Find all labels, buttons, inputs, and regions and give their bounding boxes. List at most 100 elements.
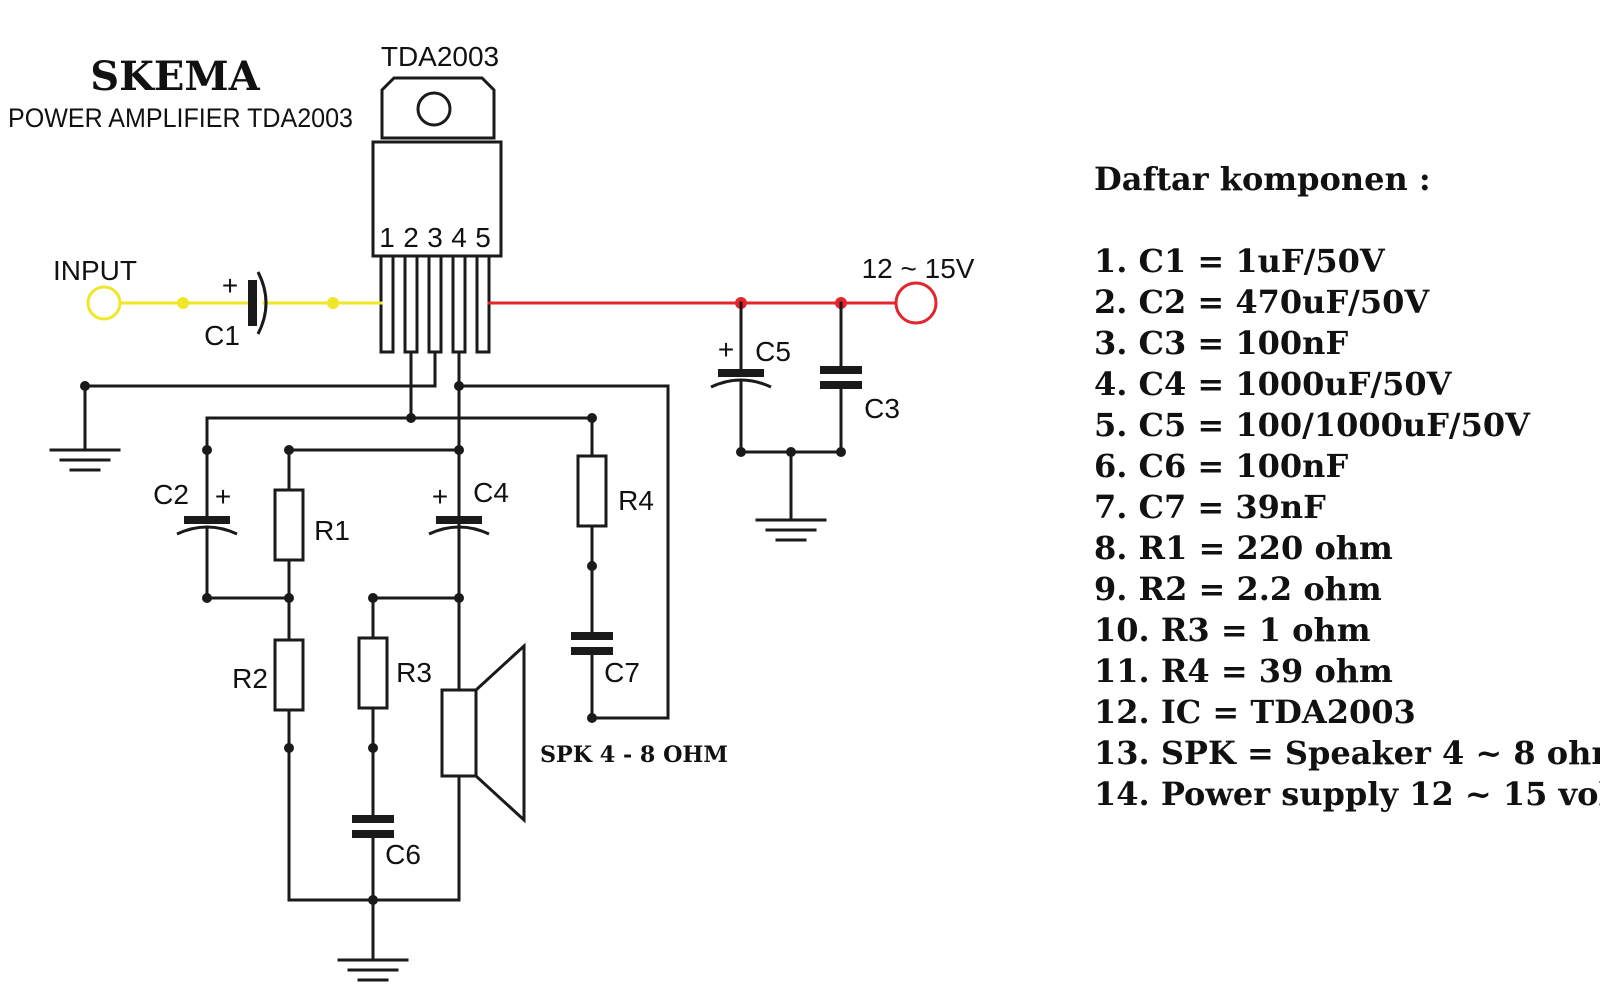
input-terminal [86,285,122,321]
output-ground [287,774,461,982]
resistor-r2-label: R2 [232,663,268,694]
capacitor-c7-plate-bottom [571,647,613,655]
capacitor-c5-label: C5 [755,336,791,367]
parts-list-item: 9. R2 = 2.2 ohm [1094,570,1382,608]
capacitor-c3-plate-bottom [820,381,862,389]
ic-pin-2 [403,254,419,354]
parts-list-item: 8. R1 = 220 ohm [1094,529,1393,567]
input-node-1 [177,297,189,309]
capacitor-c6: C6 [352,815,421,962]
resistor-r2: R2 [232,638,305,902]
node [368,895,378,905]
node [736,447,746,457]
node [284,743,294,753]
parts-list-item: 11. R4 = 39 ohm [1094,652,1393,690]
resistor-r4-label: R4 [618,485,654,516]
capacitor-c7-label: C7 [604,657,640,688]
resistor-r1-body [273,488,305,562]
parts-list-item: 12. IC = TDA2003 [1094,693,1416,731]
parts-list-item: 10. R3 = 1 ohm [1094,611,1371,649]
parts-list-item: 14. Power supply 12 ~ 15 volt [1094,775,1600,813]
node [587,561,597,571]
parts-list-item: 13. SPK = Speaker 4 ~ 8 ohm [1094,734,1600,772]
capacitor-c4: + C4 [428,477,509,692]
ic-name-label: TDA2003 [381,41,499,72]
capacitor-c3-plate-top [820,366,862,374]
parts-list-item: 5. C5 = 100/1000uF/50V [1094,406,1531,444]
resistor-r2-body [273,638,305,712]
capacitor-c1-curved-plate [256,271,268,335]
node [202,445,212,455]
parts-list-item: 4. C4 = 1000uF/50V [1094,365,1453,403]
capacitor-c3-label: C3 [864,393,900,424]
ic-pin-label-5: 5 [475,222,491,253]
resistor-r3-body [357,636,389,710]
capacitor-c7-plate-top [571,632,613,640]
capacitor-c2-plate [184,516,230,524]
speaker: SPK 4 - 8 OHM [440,642,728,824]
capacitor-c1-plus: + [222,270,238,301]
capacitor-c6-plate-top [352,815,394,823]
node [284,593,294,603]
resistor-r4-body [576,454,608,528]
supply-ground [736,447,846,542]
ic-pin-4 [451,254,467,354]
ic-mounting-hole [416,91,452,127]
ic-pin-label-3: 3 [427,222,443,253]
parts-list-item: 7. C7 = 39nF [1094,488,1326,526]
ic-body [371,140,503,258]
capacitor-c2-plus: + [215,481,231,512]
node [587,713,597,723]
capacitor-c7: C7 [571,632,640,723]
ic-pin-label-4: 4 [451,222,467,253]
supply-terminal [894,281,938,325]
parts-list-item: 1. C1 = 1uF/50V [1094,242,1386,280]
capacitor-c6-plate-bottom [352,830,394,838]
schematic-title: SKEMA [90,53,260,100]
ic-pin-1 [379,254,395,354]
speaker-label: SPK 4 - 8 OHM [540,742,728,768]
feedback-bus [205,384,597,423]
parts-list-item: 3. C3 = 100nF [1094,324,1348,362]
parts-list-item: 6. C6 = 100nF [1094,447,1348,485]
node [836,447,846,457]
capacitor-c4-label: C4 [473,477,509,508]
supply-section: 12 ~ 15V [487,253,975,325]
capacitor-c2-label: C2 [153,479,189,510]
capacitor-c5: + C5 [710,301,791,454]
input-section: INPUT + C1 [53,255,383,351]
parts-list: Daftar komponen : 1. C1 = 1uF/50V 2. C2 … [1094,160,1600,813]
ic-tda2003: TDA2003 1 2 3 4 5 [371,41,503,354]
resistor-r1-label: R1 [314,515,350,546]
input-label: INPUT [53,255,137,286]
capacitor-c5-plus: + [718,334,734,365]
capacitor-c4-plus: + [432,481,448,512]
resistor-r1: R1 [273,448,350,642]
node [368,743,378,753]
speaker-cone-icon [474,642,526,824]
capacitor-c6-label: C6 [385,839,421,870]
input-node-2 [327,297,339,309]
speaker-body [440,688,478,778]
ic-pin-5 [475,254,491,354]
ic-pin-label-2: 2 [403,222,419,253]
parts-list-heading: Daftar komponen : [1094,160,1431,198]
capacitor-c2: C2 + [153,416,291,603]
node [454,445,464,455]
schematic-subtitle: POWER AMPLIFIER TDA2003 [8,103,353,133]
supply-label: 12 ~ 15V [862,253,975,284]
ic-pin-3 [427,254,443,354]
capacitor-c1-label: C1 [204,320,240,351]
resistor-r3: R3 [357,593,461,817]
output-net [284,350,670,720]
resistor-r4: R4 [576,416,654,634]
capacitor-c5-plate [718,369,764,377]
capacitor-c4-plate [436,516,482,524]
ic-pin-label-1: 1 [379,222,395,253]
resistor-r3-label: R3 [396,657,432,688]
parts-list-item: 2. C2 = 470uF/50V [1094,283,1430,321]
capacitor-c3: C3 [820,301,900,454]
capacitor-c1-plate [248,280,257,326]
